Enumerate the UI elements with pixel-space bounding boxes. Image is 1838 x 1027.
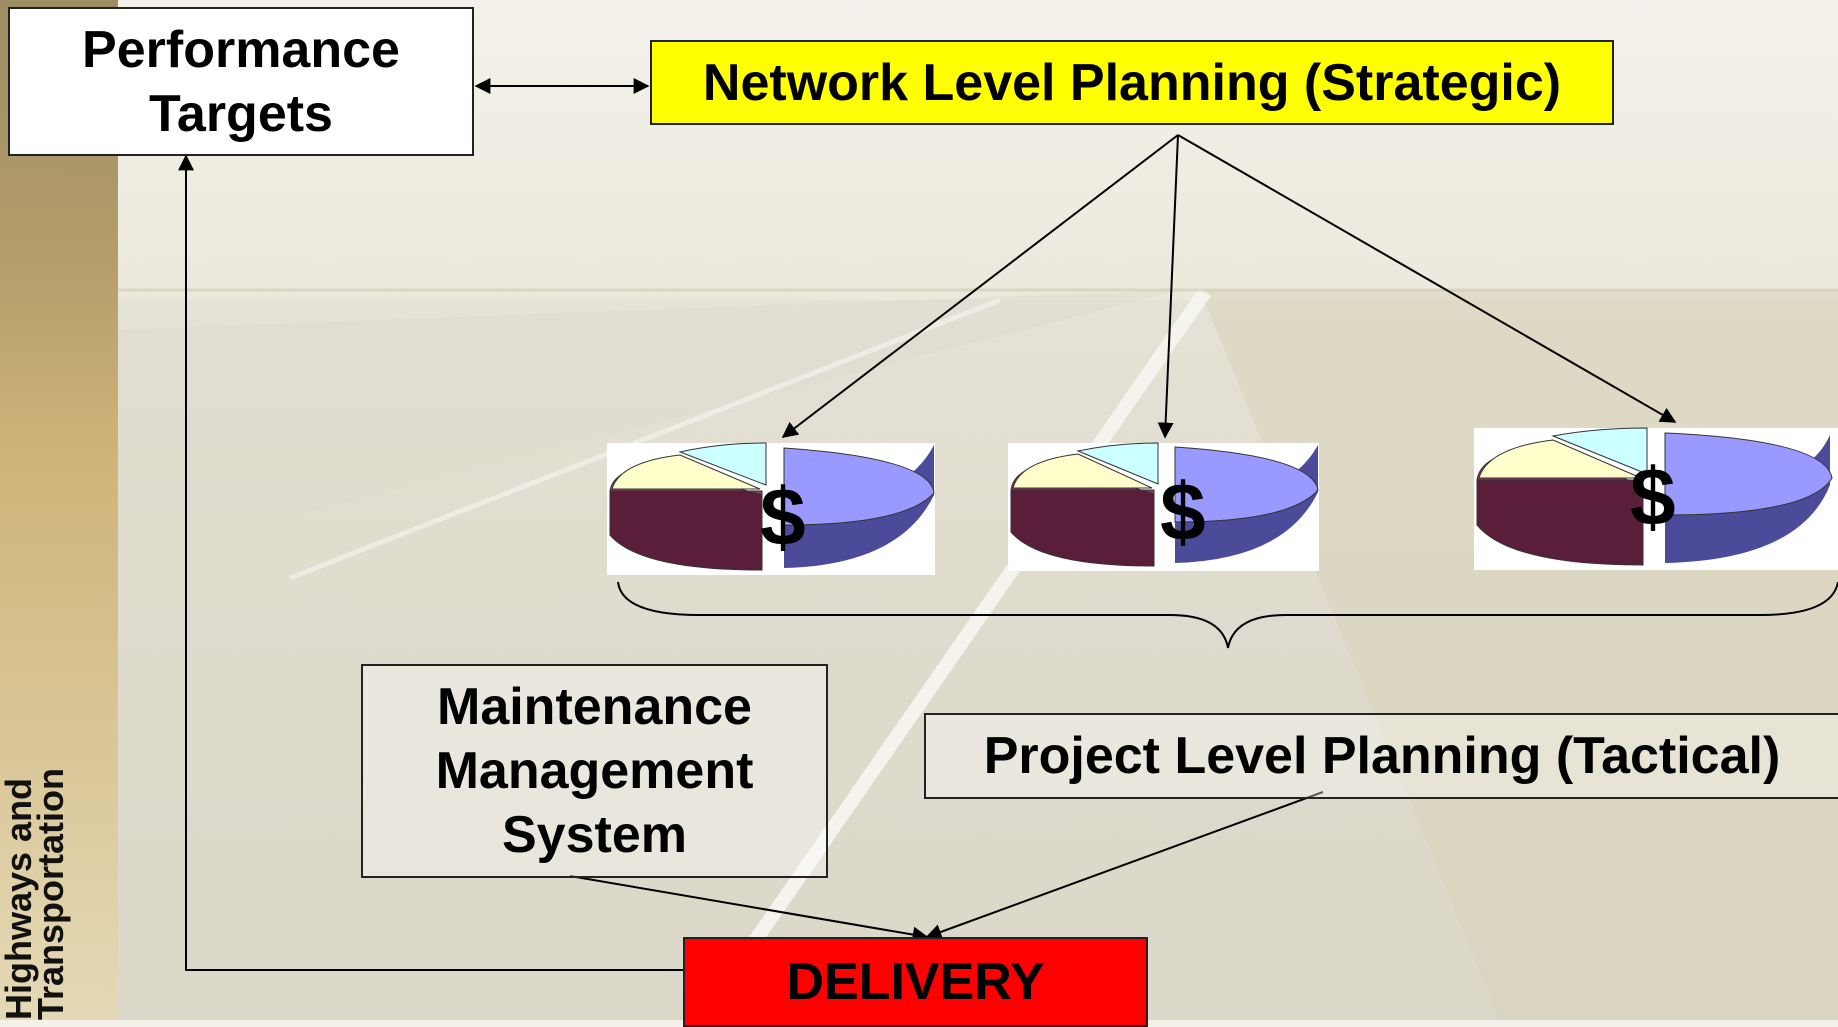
delivery-label: DELIVERY xyxy=(786,953,1045,1011)
network-level-planning-box: Network Level Planning (Strategic) xyxy=(650,40,1614,125)
pie-1-label: $ xyxy=(760,472,806,563)
project-level-planning-label: Project Level Planning (Tactical) xyxy=(983,727,1781,785)
arrow-network-pie-2 xyxy=(1157,134,1179,439)
maintenance-line3: System xyxy=(502,806,687,864)
maintenance-management-box: Maintenance Management System xyxy=(361,664,828,878)
performance-targets-line1: Performance xyxy=(82,20,400,79)
arrow-delivery-performance xyxy=(178,154,683,971)
pie-2-label: $ xyxy=(1160,467,1206,558)
performance-targets-box: Performance Targets xyxy=(8,7,474,156)
delivery-box: DELIVERY xyxy=(683,937,1148,1027)
side-banner xyxy=(0,0,118,1020)
maintenance-line2: Management xyxy=(435,742,754,800)
pie-chart-2: $ xyxy=(1008,442,1319,571)
pie-chart-3: $ xyxy=(1474,427,1838,570)
pie-3-label: $ xyxy=(1630,452,1676,543)
network-level-planning-label: Network Level Planning (Strategic) xyxy=(702,53,1562,112)
pie-chart-1: $ xyxy=(607,442,935,575)
maintenance-line1: Maintenance xyxy=(437,678,752,736)
arrow-network-pie-3 xyxy=(1177,134,1677,423)
grouping-brace xyxy=(617,581,1838,649)
project-level-planning-box: Project Level Planning (Tactical) xyxy=(924,713,1838,799)
arrow-network-pie-1 xyxy=(781,134,1179,438)
performance-targets-line2: Targets xyxy=(149,84,333,143)
arrow-maintenance-delivery xyxy=(569,875,929,943)
arrow-project-delivery xyxy=(925,791,1324,940)
